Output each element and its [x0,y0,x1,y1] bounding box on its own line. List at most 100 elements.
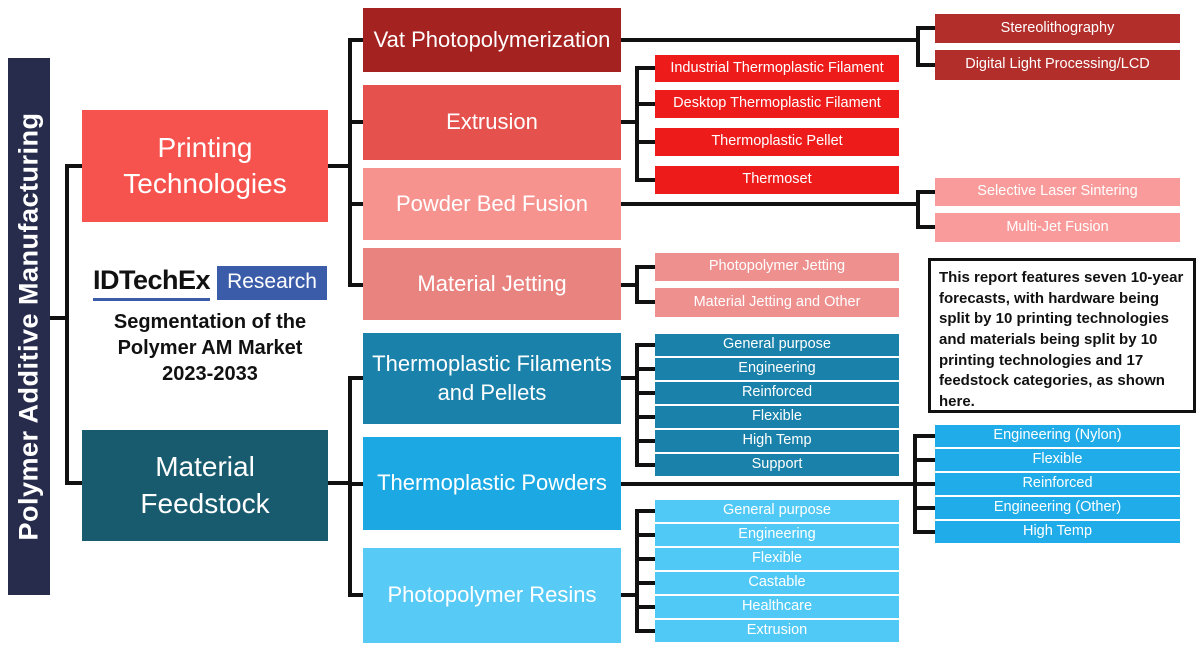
connector-line [352,283,363,287]
leaf-tfp-flexible: Flexible [655,406,899,428]
connector-line [920,190,935,194]
node-label: Thermoplastic Powders [377,470,607,496]
node-printing-technologies: Printing Technologies [82,110,328,222]
diagram-title-line: 2023-2033 [162,363,258,385]
connector-line [328,164,352,168]
diagram-title: Segmentation of the Polymer AM Market 20… [88,309,332,387]
leaf-tp-reinforced: Reinforced [935,473,1180,495]
connector-line [916,26,920,67]
leaf-label: Healthcare [741,598,813,615]
connector-line [639,343,655,347]
connector-line [635,265,639,304]
node-material-feedstock: Material Feedstock [82,430,328,541]
connector-line [348,376,352,597]
node-label: Photopolymer Resins [387,582,597,608]
connector-line [917,434,935,438]
leaf-label: Thermoset [742,171,812,188]
leaf-pr-extrusion: Extrusion [655,620,899,642]
leaf-desktop-thermoplastic-filament: Desktop Thermoplastic Filament [655,90,899,118]
connector-line [621,482,915,486]
leaf-label: Industrial Thermoplastic Filament [670,59,884,76]
connector-line [639,629,655,633]
leaf-pr-castable: Castable [655,572,899,594]
research-badge: Research [217,266,327,300]
leaf-label: Engineering (Other) [993,499,1122,516]
leaf-label: General purpose [722,502,831,519]
node-label: Thermoplastic Filaments and Pellets [372,350,612,405]
leaf-tfp-general-purpose: General purpose [655,334,899,356]
connector-line [639,463,655,467]
connector-line [639,66,655,70]
leaf-label: Digital Light Processing/LCD [965,56,1150,73]
connector-line [639,300,655,304]
node-vat-photopolymerization: Vat Photopolymerization [363,8,621,72]
connector-line [639,367,655,371]
brand-block: IDTechEx Research Segmentation of the Po… [88,265,332,387]
connector-line [635,509,639,633]
leaf-label: Material Jetting and Other [693,293,861,310]
connector-line [621,593,639,597]
connector-line [69,164,82,168]
node-label: Vat Photopolymerization [373,26,611,52]
node-extrusion: Extrusion [363,85,621,160]
connector-line [621,283,639,287]
connector-line [639,265,655,269]
leaf-label: Support [751,456,803,473]
leaf-label: Engineering (Nylon) [993,427,1122,444]
connector-line [50,316,69,320]
leaf-digital-light-processing: Digital Light Processing/LCD [935,50,1180,80]
leaf-label: Stereolithography [1000,19,1115,36]
leaf-label: Multi-Jet Fusion [1006,218,1109,235]
connector-line [917,530,935,534]
connector-line [639,509,655,513]
leaf-tfp-high-temp: High Temp [655,430,899,452]
node-powder-bed-fusion: Powder Bed Fusion [363,168,621,240]
connector-line [65,164,69,485]
leaf-label: Thermoplastic Pellet [711,133,843,150]
leaf-label: Reinforced [741,384,813,401]
leaf-material-jetting-other: Material Jetting and Other [655,288,899,317]
connector-line [348,38,352,287]
vertical-title: Polymer Additive Manufacturing [13,112,44,541]
leaf-label: Engineering [738,526,816,543]
connector-line [639,439,655,443]
connector-line [913,434,917,534]
connector-line [352,376,363,380]
connector-line [621,202,920,206]
connector-line [621,38,920,42]
leaf-label: Flexible [1032,451,1083,468]
connector-line [639,140,655,144]
leaf-label: Flexible [752,550,802,567]
leaf-pr-healthcare: Healthcare [655,596,899,618]
node-thermoplastic-filaments-pellets: Thermoplastic Filaments and Pellets [363,333,621,424]
diagram-title-line: Polymer AM Market [117,337,303,359]
leaf-label: Desktop Thermoplastic Filament [673,95,881,112]
connector-line [621,120,639,124]
leaf-label: Reinforced [1022,475,1093,492]
leaf-pr-flexible: Flexible [655,548,899,570]
leaf-label: Extrusion [746,622,808,639]
leaf-selective-laser-sintering: Selective Laser Sintering [935,178,1180,206]
connector-line [916,190,920,229]
connector-line [352,593,363,597]
leaf-label: General purpose [722,336,831,353]
node-label: Material Feedstock [140,451,270,519]
leaf-tp-flexible: Flexible [935,449,1180,471]
connector-line [639,102,655,106]
leaf-label: High Temp [742,432,812,449]
node-label: Material Jetting [417,270,567,296]
node-material-jetting: Material Jetting [363,248,621,320]
connector-line [639,605,655,609]
connector-line [639,557,655,561]
connector-line [621,376,639,380]
leaf-tfp-support: Support [655,454,899,476]
connector-line [352,120,363,124]
node-thermoplastic-powders: Thermoplastic Powders [363,437,621,530]
connector-line [920,225,935,229]
leaf-multi-jet-fusion: Multi-Jet Fusion [935,213,1180,242]
leaf-label: High Temp [1022,523,1093,540]
leaf-photopolymer-jetting: Photopolymer Jetting [655,253,899,281]
leaf-tfp-engineering: Engineering [655,358,899,380]
connector-line [920,26,935,30]
connector-line [69,481,82,485]
